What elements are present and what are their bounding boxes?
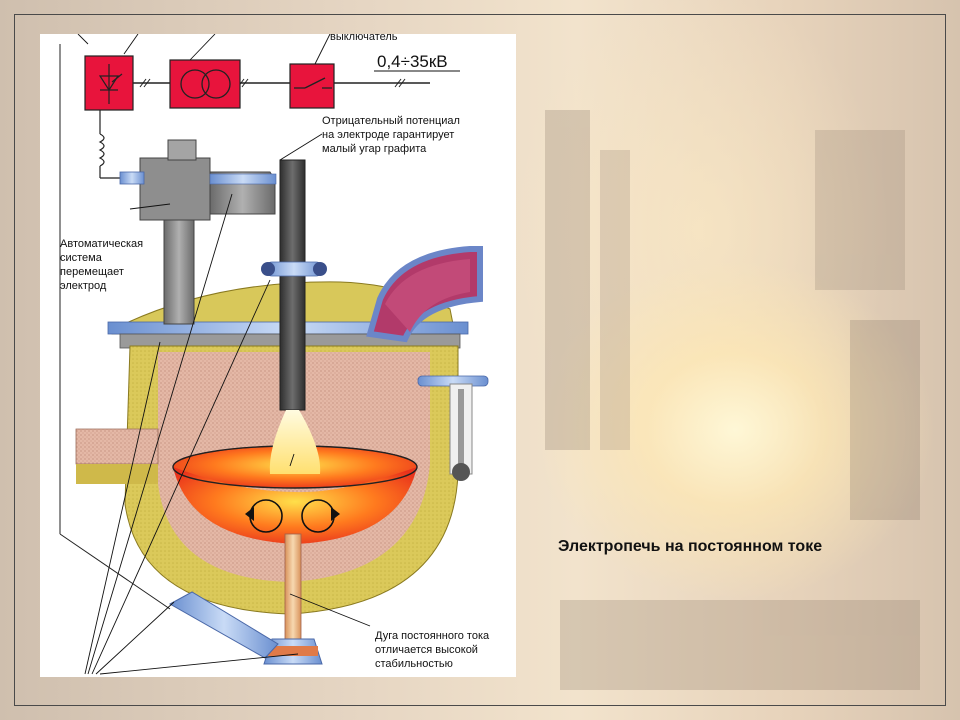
inductor-coil	[98, 110, 120, 179]
transformer-box	[169, 59, 241, 109]
dc-arc	[269, 410, 321, 474]
svg-text:Автоматическая: Автоматическая	[60, 238, 143, 250]
svg-text:Дуга постоянного тока: Дуга постоянного тока	[375, 630, 490, 642]
switch-label: выключатель	[330, 34, 398, 43]
side-pipes	[417, 375, 489, 481]
svg-text:Отрицательный потенциал: Отрицательный потенциал	[322, 115, 460, 127]
furnace-diagram-svg: выключатель 0,4÷35кВ	[59, 31, 490, 675]
arc-note: Дуга постоянного тока отличается высокой…	[375, 630, 490, 670]
rectifier-box	[84, 55, 134, 111]
bottom-electrode	[263, 533, 323, 665]
svg-text:на электроде гарантирует: на электроде гарантирует	[322, 129, 454, 141]
exhaust-duct	[366, 246, 483, 343]
electrode-note: Отрицательный потенциал на электроде гар…	[322, 115, 460, 155]
bottom-pipe	[168, 591, 279, 659]
furnace-diagram: выключатель 0,4÷35кВ	[40, 31, 516, 677]
svg-text:отличается высокой: отличается высокой	[375, 644, 478, 656]
svg-text:малый угар графита: малый угар графита	[322, 143, 427, 155]
circuit-breaker-box	[289, 63, 335, 109]
voltage-label: 0,4÷35кВ	[377, 52, 448, 71]
svg-text:стабильностью: стабильностью	[375, 658, 453, 670]
electrode-holder	[119, 139, 327, 325]
slide-frame	[14, 14, 946, 706]
slide-caption: Электропечь на постоянном токе	[558, 538, 823, 555]
auto-system-note: Автоматическая система перемещает электр…	[60, 238, 143, 292]
svg-text:перемещает: перемещает	[60, 266, 124, 278]
graphite-electrode	[279, 159, 306, 411]
svg-text:система: система	[60, 252, 103, 264]
svg-text:электрод: электрод	[60, 280, 107, 292]
